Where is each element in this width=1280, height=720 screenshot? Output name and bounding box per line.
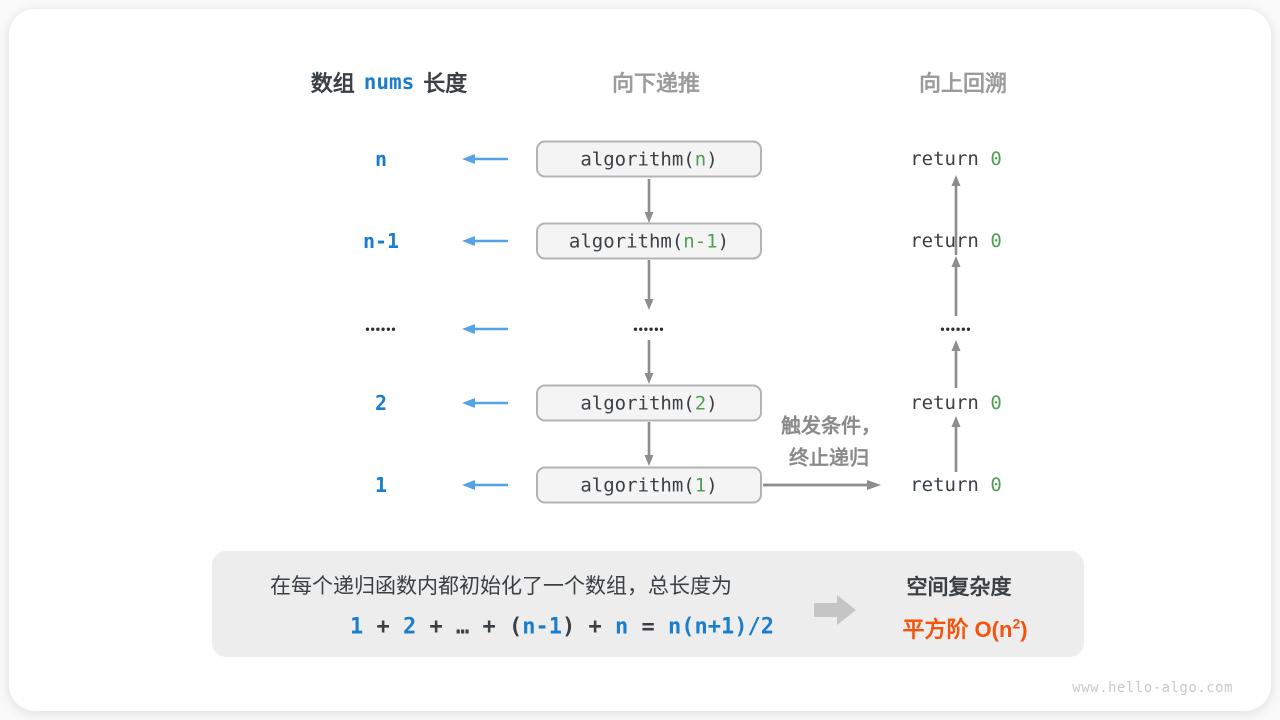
formula-term: n (615, 614, 629, 640)
length-label-n: n (374, 147, 388, 171)
formula-result: n(n+1)/2 (668, 614, 774, 640)
base-case-note-line1: 触发条件， (781, 415, 881, 438)
length-arrow-left-icon (462, 480, 508, 490)
return-keyword: return (910, 148, 991, 170)
summary-panel: 在每个递归函数内都初始化了一个数组，总长度为 1 + 2 + … + (n-1)… (212, 551, 1084, 657)
call-box-algorithm-2: algorithm(2) (536, 384, 762, 422)
call-text: ) (706, 148, 718, 170)
watermark: www.hello-algo.com (1072, 680, 1233, 696)
implies-block-arrow-icon (814, 595, 856, 625)
formula-paren: ) (562, 614, 576, 640)
return-value: 0 (990, 392, 1002, 414)
backtrack-up-arrow-icon (951, 175, 961, 255)
length-label-2: 2 (374, 391, 388, 415)
call-arg: 2 (694, 392, 707, 414)
call-arg: 1 (694, 474, 707, 496)
header-nums-code: nums (363, 70, 415, 94)
call-box-algorithm-n: algorithm(n) (536, 140, 762, 178)
recurse-down-arrow-icon (644, 179, 654, 223)
formula-operator: + (575, 614, 615, 640)
formula-term: n-1 (522, 614, 562, 640)
complexity-exponent: 2 (1012, 615, 1021, 632)
formula-term: 1 (350, 614, 364, 640)
backtrack-up-arrow-icon (951, 340, 961, 388)
space-complexity-value: 平方阶 O(n2) (902, 612, 1027, 644)
length-arrow-left-icon (462, 236, 508, 246)
base-case-right-arrow-icon (763, 480, 881, 490)
space-complexity-title: 空间复杂度 (906, 576, 1012, 599)
return-statement: return 0 (910, 148, 1002, 170)
return-statement: return 0 (910, 392, 1002, 414)
formula-operator: + (416, 614, 456, 640)
return-value: 0 (990, 148, 1002, 170)
call-box-algorithm-n1: algorithm(n-1) (536, 222, 762, 260)
formula-operator: = (628, 614, 668, 640)
return-keyword: return (910, 230, 991, 252)
return-value: 0 (990, 474, 1002, 496)
formula-operator: + (363, 614, 403, 640)
header-array-suffix: 长度 (423, 71, 468, 96)
formula-term: 2 (403, 614, 417, 640)
complexity-close: ) (1020, 617, 1028, 642)
call-box-algorithm-1: algorithm(1) (536, 466, 762, 504)
complexity-label: 平方阶 O(n (902, 617, 1013, 642)
return-statement: return 0 (910, 230, 1002, 252)
return-ellipsis: •••••• (940, 322, 972, 336)
length-label-1: 1 (374, 473, 388, 497)
call-text: ) (717, 230, 730, 252)
formula-ellipsis: … (456, 614, 470, 640)
header-backtrack-up: 向上回溯 (918, 71, 1008, 96)
call-ellipsis: •••••• (633, 322, 665, 336)
return-value: 0 (990, 230, 1002, 252)
formula-paren: ( (509, 614, 523, 640)
return-statement: return 0 (910, 474, 1002, 496)
header-recurse-down: 向下递推 (611, 71, 701, 96)
summary-text: 在每个递归函数内都初始化了一个数组，总长度为 (270, 575, 732, 598)
summary-formula: 1 + 2 + … + (n-1) + n = n(n+1)/2 (244, 590, 774, 665)
length-arrow-left-icon (462, 324, 508, 334)
return-keyword: return (910, 474, 991, 496)
recurse-down-arrow-icon (644, 260, 654, 310)
formula-operator: + (469, 614, 509, 640)
header-array-length: 数组 nums 长度 (311, 66, 468, 98)
recurse-down-arrow-icon (644, 422, 654, 466)
call-text: algorithm( (580, 392, 695, 414)
backtrack-up-arrow-icon (951, 416, 961, 472)
call-text: ) (706, 392, 718, 414)
recurse-down-arrow-icon (644, 340, 654, 384)
base-case-note-line2: 终止递归 (789, 447, 869, 470)
backtrack-up-arrow-icon (951, 256, 961, 316)
card: 数组 nums 长度 向下递推 向上回溯 n n-1 •••••• 2 1 al… (9, 9, 1271, 711)
call-arg: n (694, 148, 707, 170)
return-keyword: return (910, 392, 991, 414)
call-text: ) (706, 474, 718, 496)
call-text: algorithm( (580, 474, 695, 496)
call-arg: n-1 (683, 230, 718, 252)
length-arrow-left-icon (462, 154, 508, 164)
header-array-prefix: 数组 (310, 71, 355, 96)
length-label-n1: n-1 (362, 229, 400, 253)
length-arrow-left-icon (462, 398, 508, 408)
length-label-ellipsis: •••••• (365, 322, 397, 336)
call-text: algorithm( (580, 148, 695, 170)
call-text: algorithm( (568, 230, 684, 252)
